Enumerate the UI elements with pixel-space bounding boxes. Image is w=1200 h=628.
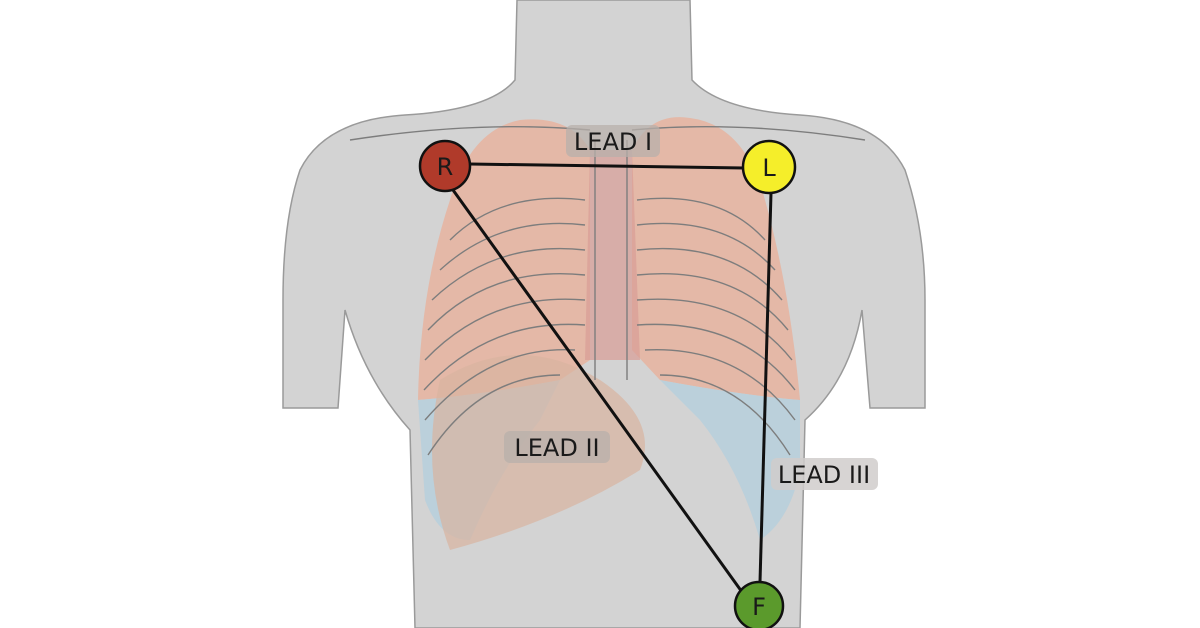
svg-text:F: F bbox=[752, 593, 766, 621]
lead-ii-line bbox=[451, 189, 744, 593]
lead-i-line bbox=[469, 162, 745, 170]
einthoven-triangle bbox=[451, 162, 773, 593]
electrode-right-arm: R bbox=[418, 139, 472, 193]
lead-i-label: LEAD I bbox=[566, 125, 660, 157]
svg-text:LEAD I: LEAD I bbox=[574, 128, 652, 156]
lead-ii-label: LEAD II bbox=[504, 431, 610, 463]
svg-text:LEAD II: LEAD II bbox=[514, 434, 599, 462]
electrode-foot: F bbox=[733, 580, 785, 628]
electrode-left-arm: L bbox=[741, 139, 797, 195]
svg-text:LEAD III: LEAD III bbox=[778, 461, 870, 489]
svg-text:L: L bbox=[762, 154, 776, 182]
rib-cage bbox=[349, 125, 866, 456]
lead-iii-label: LEAD III bbox=[771, 458, 878, 490]
lead-iii-line bbox=[758, 192, 773, 583]
svg-text:R: R bbox=[437, 153, 454, 181]
mediastinum bbox=[585, 150, 640, 360]
